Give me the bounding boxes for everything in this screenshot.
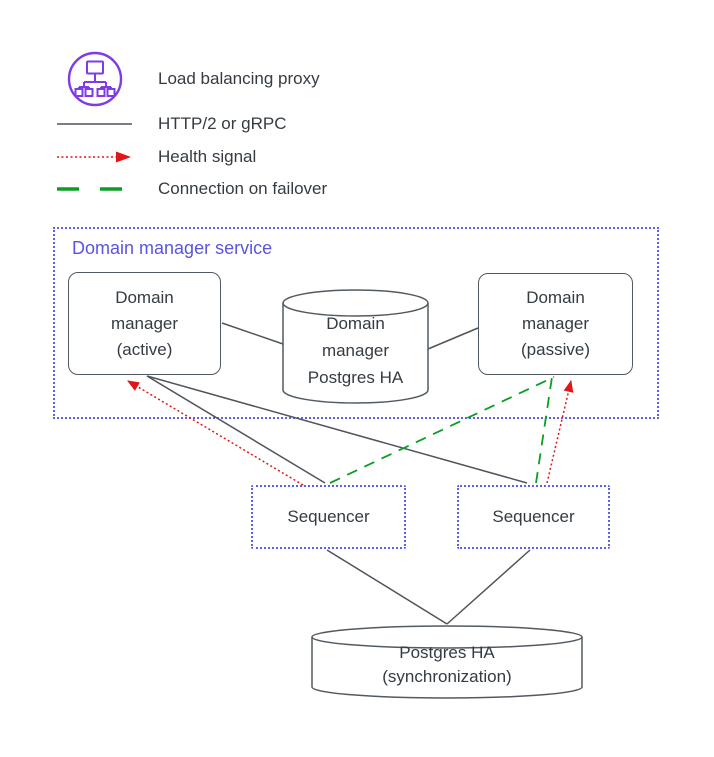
legend-label-proxy: Load balancing proxy bbox=[158, 69, 320, 88]
edge-failover-sequencer-left-to-passive bbox=[329, 376, 555, 484]
node-sequencer-right: Sequencer bbox=[457, 485, 610, 549]
node-postgres-ha-synchronization: Postgres HA (synchronization) bbox=[382, 643, 512, 686]
edge-failover-sequencer-right-to-passive bbox=[535, 376, 553, 484]
edge-health-sequencer-left-to-active bbox=[127, 380, 304, 486]
database-cylinder-domain-manager bbox=[282, 289, 429, 404]
node-sequencer-left: Sequencer bbox=[251, 485, 406, 549]
edge-postgres-to-passive bbox=[427, 327, 479, 350]
health-signal-connectors bbox=[127, 380, 574, 486]
edge-sequencer-left-to-sync bbox=[326, 549, 448, 625]
legend-label-http: HTTP/2 or gRPC bbox=[158, 114, 287, 133]
database-cylinder-sync bbox=[311, 625, 583, 699]
http2-grpc-connectors bbox=[146, 322, 531, 625]
edge-active-to-postgres bbox=[221, 322, 284, 345]
failover-connectors bbox=[329, 376, 555, 484]
domain-manager-service-group bbox=[53, 227, 659, 419]
legend-label-failover: Connection on failover bbox=[158, 179, 328, 198]
edge-health-sequencer-right-to-passive bbox=[546, 380, 574, 484]
domain-manager-service-title: Domain manager service bbox=[72, 238, 273, 258]
load-balancer-icon bbox=[67, 51, 123, 107]
edge-active-to-sequencer-left bbox=[146, 375, 326, 484]
node-domain-manager-passive: Domain manager (passive) bbox=[478, 273, 633, 375]
edge-sequencer-right-to-sync bbox=[446, 549, 531, 625]
health-signal-arrow-sample bbox=[57, 151, 131, 163]
node-domain-manager-postgres-ha: Domain manager Postgres HA bbox=[307, 313, 404, 387]
edge-active-to-sequencer-right bbox=[146, 375, 528, 484]
node-domain-manager-active: Domain manager (active) bbox=[68, 272, 221, 375]
legend-label-health: Health signal bbox=[158, 147, 257, 166]
